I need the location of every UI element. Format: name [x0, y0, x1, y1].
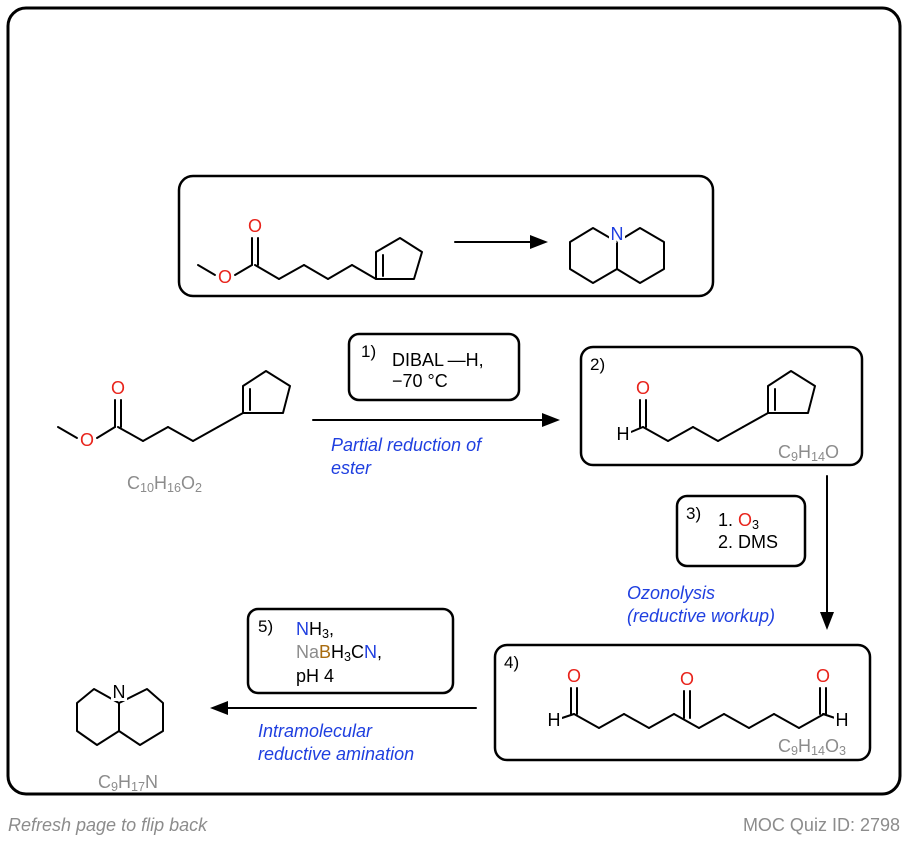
step3-reagent-line2: 2. DMS — [718, 532, 779, 552]
step2-box — [579, 345, 864, 467]
product-n: N — [113, 682, 126, 702]
product-molecule — [76, 688, 164, 746]
aldehyde-o: O — [636, 378, 650, 398]
trione-o-right: O — [816, 666, 830, 686]
step3-note-line1: Ozonolysis — [627, 583, 716, 603]
overview-arrowhead — [530, 235, 548, 249]
start-ester-o-double: O — [111, 378, 125, 398]
aldehyde-h: H — [617, 424, 630, 444]
step4-number: 4) — [504, 653, 520, 672]
step4-box — [493, 643, 872, 762]
step5-reagent-line1: NH3, — [296, 619, 335, 642]
step5-reagent-line3: pH 4 — [296, 666, 335, 686]
step5-note-line1: Intramolecular — [258, 721, 373, 741]
step3-reagent-box — [675, 494, 807, 568]
start-formula: C10H16O2 — [127, 473, 203, 496]
trione-o-left: O — [567, 666, 581, 686]
quiz-id-label: MOC Quiz ID: 2798 — [742, 815, 900, 835]
step5-number: 5) — [258, 617, 274, 636]
trione-h-left: H — [548, 710, 561, 730]
outer-frame — [6, 6, 902, 796]
overview-start-molecule — [197, 237, 423, 280]
flip-back-link[interactable]: Refresh page to flip back — [8, 815, 208, 835]
overview-product-molecule — [569, 227, 665, 284]
step3-arrowhead — [820, 612, 834, 630]
step5-reagent-line2: NaBH3CN, — [296, 642, 383, 665]
overview-box — [177, 174, 715, 298]
step5-note-line2: reductive amination — [258, 744, 415, 764]
step1-reagent-box — [347, 332, 521, 402]
step1-arrowhead — [542, 413, 560, 427]
aldehyde-molecule — [630, 370, 816, 442]
overview-ester-o-double: O — [248, 216, 262, 236]
trione-molecule — [561, 687, 836, 729]
product-formula: C9H17N — [98, 772, 159, 795]
aldehyde-formula: C9H14O — [778, 442, 840, 465]
start-ester-o-single: O — [80, 430, 94, 450]
step1-reagent-line1: DIBAL —H, — [392, 350, 484, 370]
step5-arrowhead — [210, 701, 228, 715]
trione-h-right: H — [836, 710, 849, 730]
step1-note-line2: ester — [331, 458, 372, 478]
step2-number: 2) — [590, 355, 606, 374]
step1-number: 1) — [361, 342, 377, 361]
trione-o-middle: O — [680, 669, 694, 689]
step3-number: 3) — [686, 504, 702, 523]
overview-product-n: N — [611, 224, 624, 244]
step1-reagent-line2: −70 °C — [392, 371, 448, 391]
trione-formula: C9H14O3 — [778, 736, 847, 759]
step5-reagent-box — [246, 607, 455, 695]
overview-ester-o-single: O — [218, 267, 232, 287]
start-ester-molecule — [57, 370, 291, 442]
step3-note-line2: (reductive workup) — [627, 606, 776, 626]
step1-note-line1: Partial reduction of — [331, 435, 482, 455]
step3-reagent-line1: 1. O3 — [718, 510, 760, 533]
